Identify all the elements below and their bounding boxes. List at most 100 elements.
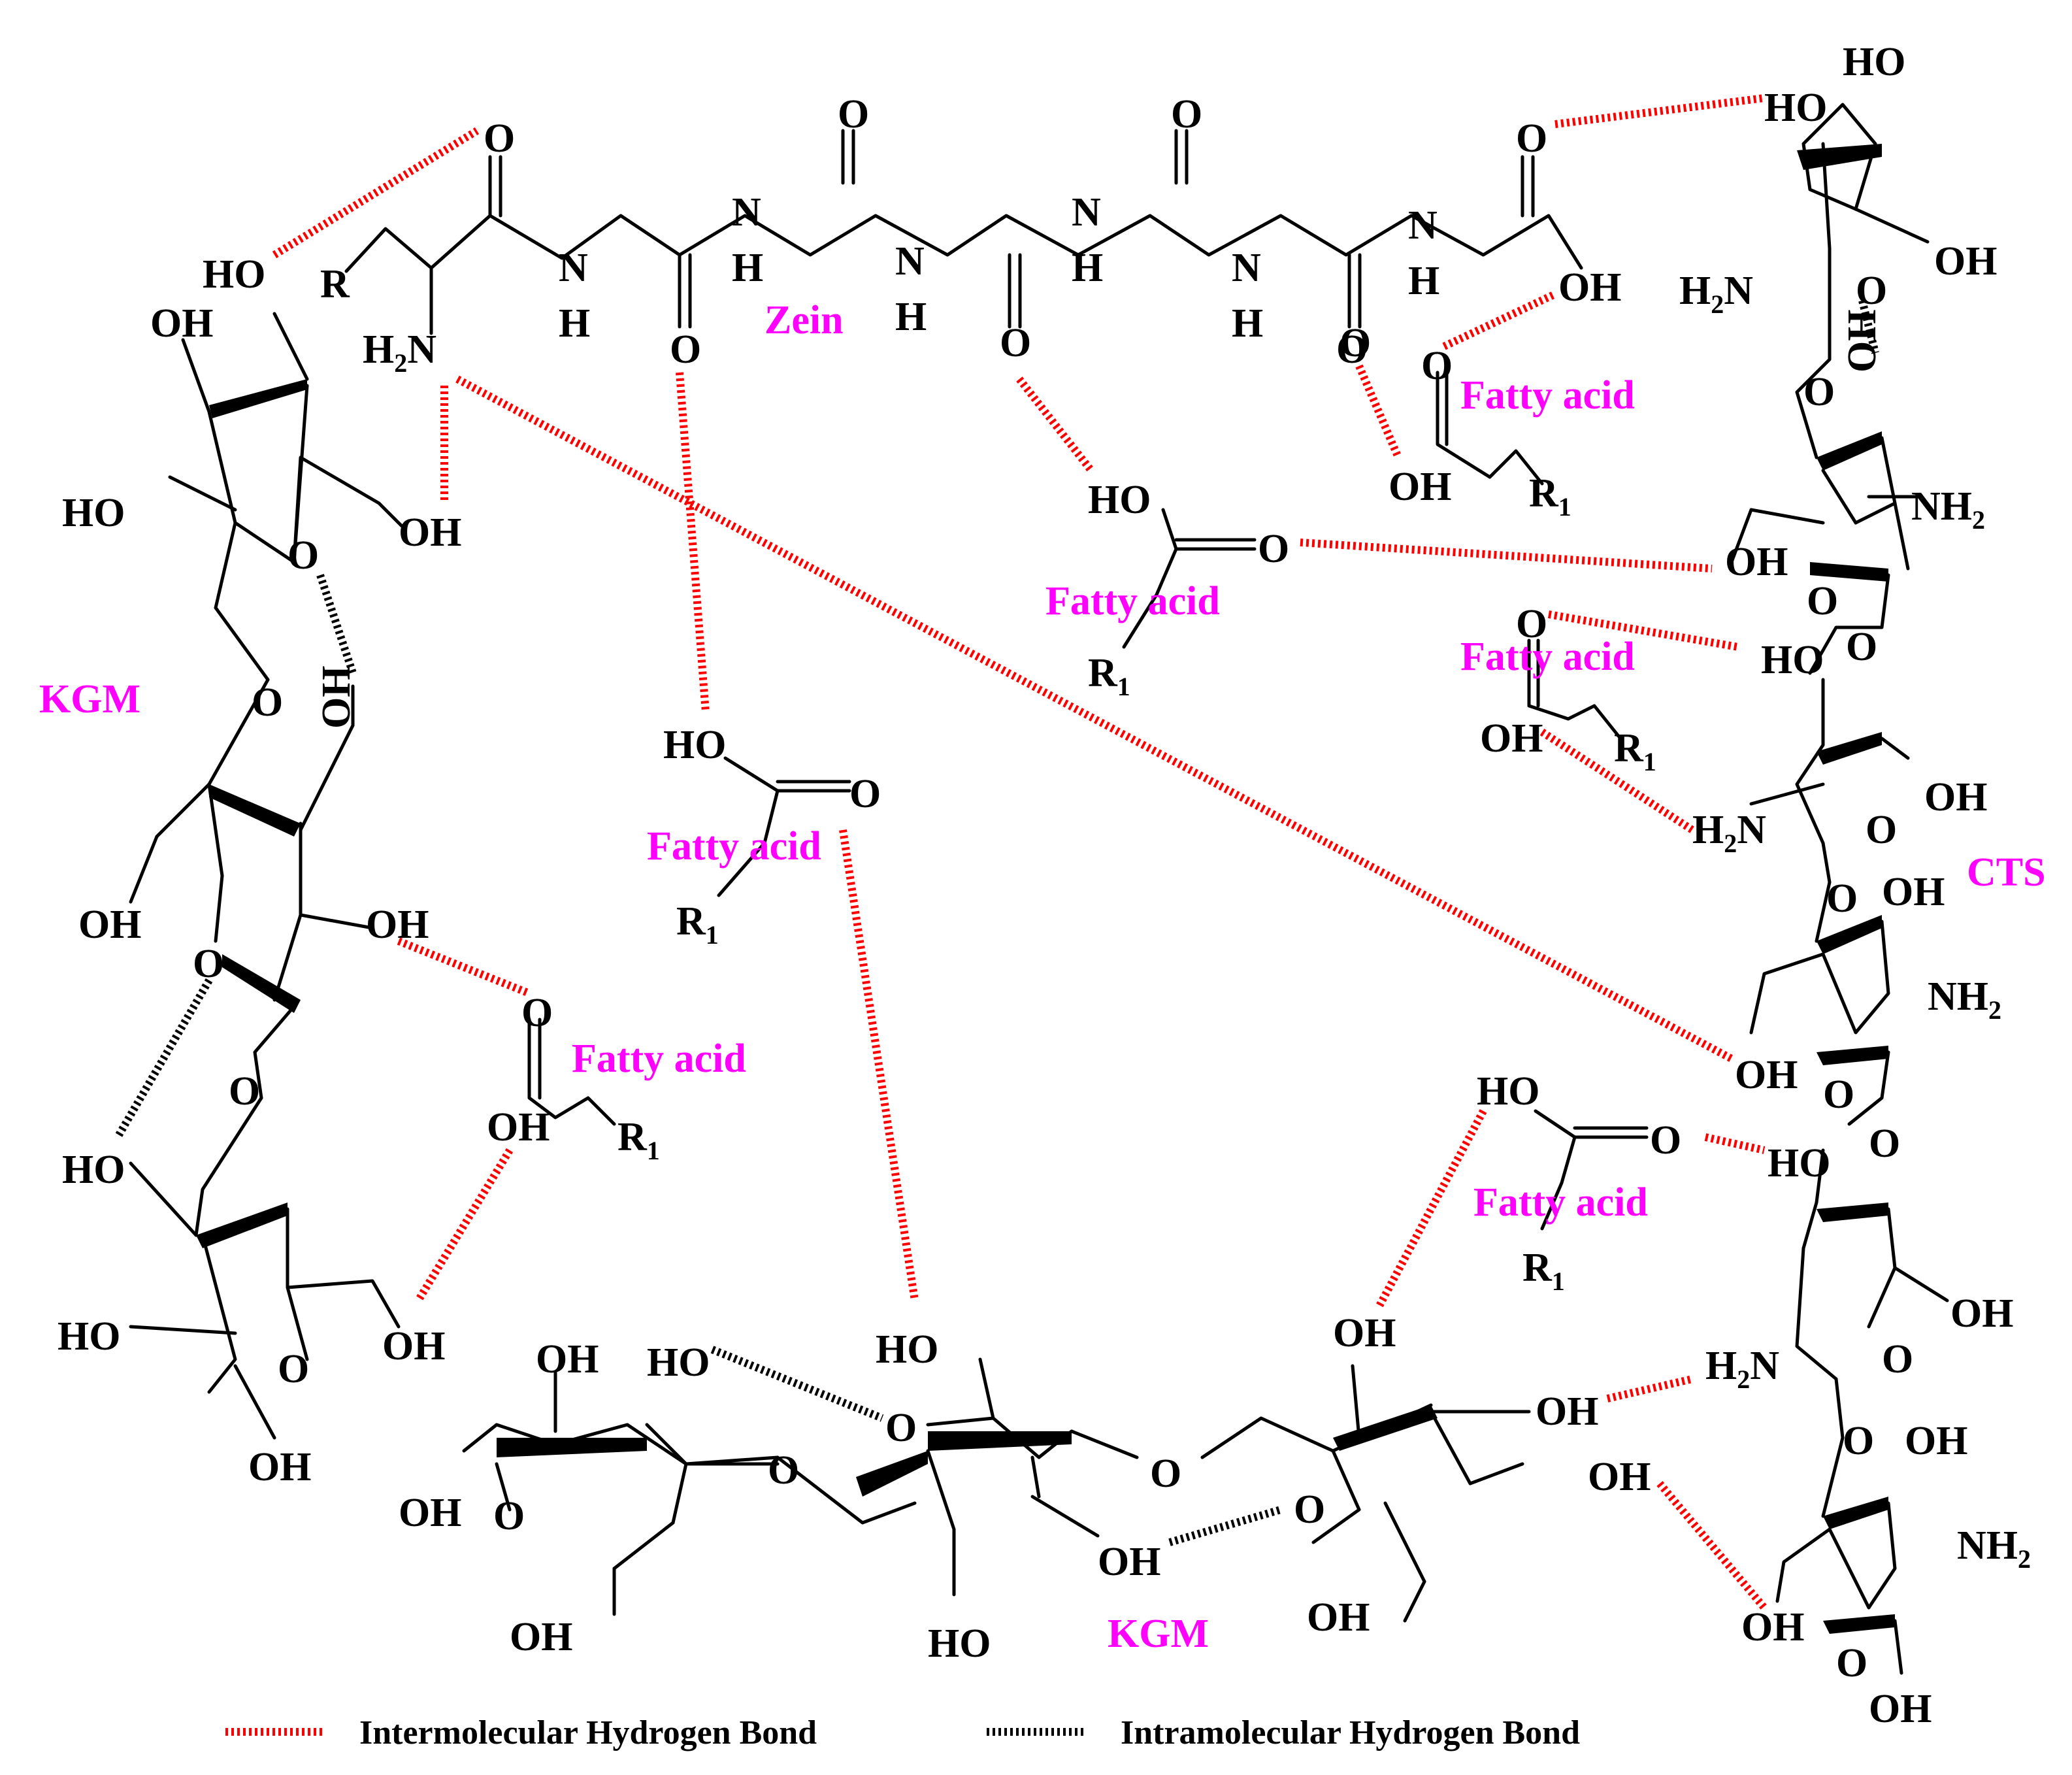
h2n-label: H2N [363, 327, 436, 378]
atom-label: H [559, 301, 590, 346]
atom-label: H [895, 295, 927, 339]
atom-label: O [1866, 808, 1897, 852]
r1-label: R1 [676, 899, 719, 950]
atom-label: OH [536, 1337, 599, 1382]
molecule-labels: Zein KGM KGM CTS Fatty acid Fatty acid F… [39, 298, 2046, 1656]
nh2-label: NH2 [1911, 484, 1985, 535]
hbond-inter [839, 829, 919, 1301]
atom-label: HO [1761, 638, 1824, 682]
atom-label: N [732, 190, 761, 235]
atom-label: O [193, 942, 224, 986]
atom-label: O [484, 116, 515, 161]
hbond-inter [1547, 610, 1739, 651]
hbond-intra [1168, 1506, 1282, 1546]
atom-label: OH [1725, 540, 1788, 584]
atom-label: HO [663, 723, 726, 767]
atom-label: H [732, 246, 763, 290]
atom-label: OH [248, 1445, 311, 1489]
fatty-acid-label: Fatty acid [1460, 373, 1635, 418]
atom-label: OH [314, 666, 359, 729]
atom-label: OH [1098, 1540, 1160, 1584]
nh2-label: NH2 [1928, 974, 2001, 1025]
atom-label: O [229, 1069, 260, 1114]
atom-label: OH [1741, 1605, 1804, 1650]
zein-label: Zein [765, 298, 844, 342]
atom-label: OH [150, 301, 213, 346]
atom-label: N [559, 246, 588, 290]
atom-label: OH [1307, 1595, 1370, 1640]
atom-label: OH [78, 903, 141, 947]
hbond-inter [1300, 539, 1713, 572]
atom-label: O [670, 327, 701, 372]
atom-label: O [838, 92, 869, 137]
atom-label: N [895, 239, 925, 284]
atom-label: OH [1536, 1389, 1598, 1434]
hbond-inter [1375, 1109, 1487, 1309]
hbond-inter [414, 1148, 514, 1303]
hbond-inter [397, 937, 531, 997]
atom-label: OH [1840, 310, 1884, 373]
hbond-inter [676, 372, 710, 713]
nh2-label: NH2 [1957, 1523, 2031, 1574]
atom-label: O [521, 991, 553, 1035]
atom-label: OH [1869, 1687, 1932, 1731]
atom-label: O [1803, 370, 1835, 414]
atom-label: HO [1764, 86, 1827, 130]
fatty-acid-label: Fatty acid [647, 824, 821, 869]
atom-label: O [885, 1406, 917, 1450]
atom-label: HO [62, 491, 125, 535]
hbond-inter [1606, 1375, 1694, 1402]
hbond-inter [1704, 1133, 1766, 1154]
atom-label: O [1000, 321, 1031, 365]
atom-label: OH [1934, 239, 1997, 284]
fatty-acid-label: Fatty acid [1460, 635, 1635, 679]
fatty-acid-label: Fatty acid [1045, 579, 1220, 623]
hbond-intra [114, 978, 213, 1140]
atom-label: O [768, 1448, 799, 1493]
kgm-left-chain [129, 312, 407, 1440]
kgm-left-label: KGM [39, 677, 140, 722]
hbond-inter [1656, 1481, 1768, 1610]
legend-intramolecular-label: Intramolecular Hydrogen Bond [1121, 1714, 1580, 1751]
r1-label: R1 [617, 1115, 660, 1165]
r1-label: R1 [1614, 726, 1656, 776]
atom-label: OH [1882, 870, 1945, 914]
atom-label: OH [1735, 1053, 1798, 1097]
atom-label: O [1882, 1337, 1913, 1382]
atom-label: OH [1924, 775, 1987, 820]
hbond-inter [1539, 728, 1695, 834]
atom-label: HO [1768, 1141, 1830, 1186]
atom-label: OH [399, 1491, 461, 1535]
atom-label: HO [1088, 478, 1151, 522]
kgm-bottom-label: KGM [1108, 1612, 1209, 1656]
atom-label: O [1150, 1452, 1181, 1496]
atom-labels: O O O O O O O N H N H N H N H N H N H OH… [58, 40, 2031, 1731]
atom-label: OH [1905, 1419, 1967, 1463]
atom-label: H [1232, 301, 1263, 346]
atom-label: O [1171, 92, 1202, 137]
atom-label: O [1869, 1121, 1900, 1166]
atom-label: N [1408, 203, 1438, 248]
atom-label: R [320, 262, 350, 307]
atom-label: O [493, 1494, 525, 1538]
atom-label: OH [1558, 265, 1621, 310]
atom-label: O [1421, 344, 1453, 388]
atom-label: O [1516, 602, 1547, 646]
atom-label: O [1836, 1641, 1867, 1685]
cts-label: CTS [1967, 850, 2046, 895]
hbond-inter [272, 127, 480, 259]
h2n-label: H2N [1679, 269, 1753, 319]
atom-label: O [252, 680, 283, 725]
legend: Intermolecular Hydrogen Bond Intramolecu… [225, 1714, 1580, 1751]
atom-label: O [1258, 527, 1289, 571]
fatty-acid-skeletons [527, 371, 1649, 1231]
atom-label: O [849, 772, 881, 816]
atom-label: H [1072, 246, 1103, 290]
atom-label: HO [62, 1148, 125, 1192]
atom-label: N [1072, 190, 1101, 235]
cts-chain [1730, 103, 1949, 1675]
atom-label: OH [366, 903, 429, 947]
atom-label: OH [1480, 716, 1543, 761]
atom-label: HO [203, 252, 265, 297]
fatty-acid-label: Fatty acid [1473, 1180, 1648, 1225]
